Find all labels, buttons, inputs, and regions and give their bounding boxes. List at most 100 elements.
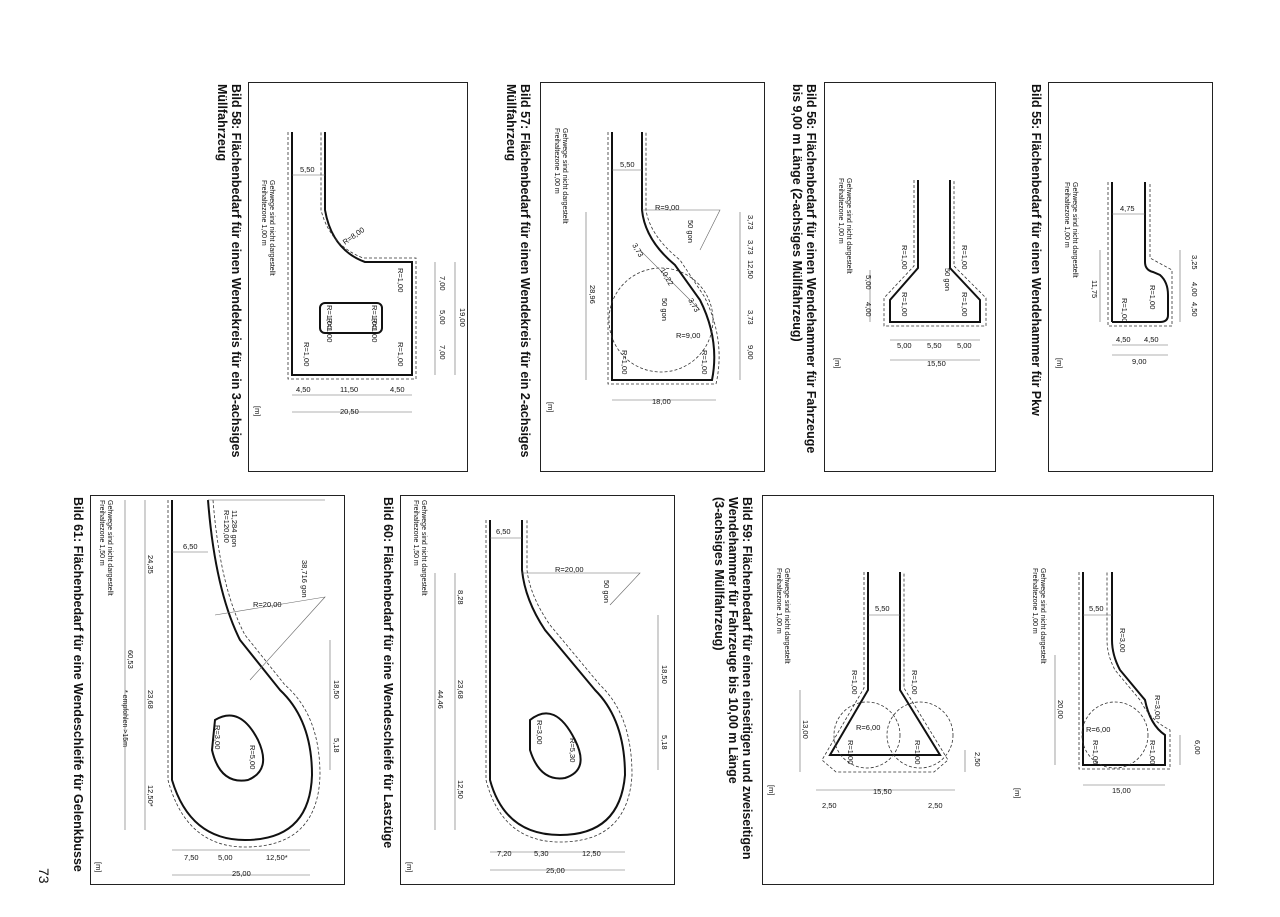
fig61-dim-11: 5,18 bbox=[332, 738, 341, 753]
fig56-dim-2: R=1,00 bbox=[960, 245, 969, 269]
fig55-dim-2: 3,25 bbox=[1190, 255, 1199, 270]
fig61-dim-13: R=5,00 bbox=[248, 745, 257, 769]
fig58-dim-11: R=1,00 bbox=[370, 318, 379, 342]
fig60-dim-13: 5,30 bbox=[534, 849, 549, 858]
fig61-dim-4: 38,716 gon bbox=[300, 560, 309, 598]
figure-55-frame bbox=[1048, 82, 1213, 472]
fig59a-dim-1: 5,50 bbox=[1089, 604, 1104, 613]
fig56-dim-11: 15,50 bbox=[927, 359, 946, 368]
fig57-dim-1: 5,50 bbox=[620, 160, 635, 169]
fig57-dim-3: 50 gon bbox=[686, 220, 695, 243]
fig57-dim-13: 3,73 bbox=[746, 310, 755, 325]
fig60-dim-1: 6,50 bbox=[496, 527, 511, 536]
fig58-dim-16: 4,50 bbox=[390, 385, 405, 394]
fig61-dim-17: 25,00 bbox=[232, 869, 251, 878]
fig59a-dim-2: R=3,00 bbox=[1118, 628, 1127, 652]
fig57-dim-11: 3,73 bbox=[746, 240, 755, 255]
fig58-dim-15: 11,50 bbox=[340, 385, 358, 394]
figure-60-frame bbox=[400, 495, 675, 885]
fig59b-dim-9: 2,50 bbox=[822, 801, 837, 810]
fig55-dim-4: 4,50 bbox=[1190, 302, 1199, 317]
fig55-dim-7: 4,50 bbox=[1144, 335, 1159, 344]
fig61-dim-15: 5,00 bbox=[218, 853, 233, 862]
fig56-dim-3: 50 gon bbox=[943, 268, 952, 291]
fig60-dim-11: R=5,30 bbox=[568, 738, 577, 762]
fig56-dim-6: R=1,00 bbox=[900, 292, 909, 316]
fig55-dim-8: 9,00 bbox=[1132, 357, 1147, 366]
figure-59-frame bbox=[762, 495, 1214, 885]
fig60-dim-14: 12,50 bbox=[582, 849, 601, 858]
fig58-dim-13: R=1,00 bbox=[396, 342, 405, 366]
fig59a-dim-7: R=1,00 bbox=[1148, 740, 1157, 764]
fig61-dim-6: 24,35 bbox=[146, 555, 155, 574]
fig58-dim-1: 5,50 bbox=[300, 165, 315, 174]
fig61-dim-9: 60,53 bbox=[126, 650, 135, 669]
fig57-dim-15: R=1,00 bbox=[620, 350, 629, 374]
fig58-dim-9: R=1,00 bbox=[325, 318, 334, 342]
fig58-dim-6: 7,00 bbox=[438, 345, 447, 360]
fig61-dim-1: 11,284 gon bbox=[230, 510, 239, 547]
fig57-dim-10: 28,96 bbox=[588, 285, 597, 304]
figure-58-frame bbox=[248, 82, 468, 472]
fig61-dim-10: 18,50 bbox=[332, 680, 341, 699]
fig55-dim-5: 11,75 bbox=[1090, 280, 1099, 298]
fig58-dim-8: R=1,00 bbox=[325, 305, 334, 329]
fig61-dim-3: 6,50 bbox=[183, 542, 198, 551]
fig59b-dim-1: 5,50 bbox=[875, 604, 890, 613]
fig61-dim-2: R=120,00 bbox=[222, 510, 231, 543]
fig58-dim-12: R=1,00 bbox=[302, 342, 311, 366]
fig57-dim-12: 12,50 bbox=[746, 260, 755, 279]
page-number: 73 bbox=[36, 868, 52, 884]
fig58-dim-4: 7,00 bbox=[438, 276, 447, 291]
fig56-dim-7: R=1,00 bbox=[960, 292, 969, 316]
fig59a-dim-9: 15,00 bbox=[1112, 786, 1131, 795]
fig55-dim-9: R=1,00 bbox=[1148, 285, 1157, 309]
fig58-dim-17: 20,50 bbox=[340, 407, 359, 416]
fig60-dim-8: 18,50 bbox=[660, 665, 669, 684]
fig58-dim-14: 4,50 bbox=[296, 385, 311, 394]
fig57-dim-2: R=9,00 bbox=[655, 203, 679, 212]
fig61-dim-12: R=3,00 bbox=[213, 725, 222, 749]
fig56-dim-9: 5,50 bbox=[927, 341, 942, 350]
figure-57-frame bbox=[540, 82, 765, 472]
fig59a-dim-4: R=3,00 bbox=[1153, 695, 1162, 719]
fig59b-dim-3: R=1,00 bbox=[910, 670, 919, 694]
fig61-dim-14: 7,50 bbox=[184, 853, 199, 862]
fig60-dim-5: 23,68 bbox=[456, 680, 465, 699]
fig58-dim-5: 5,00 bbox=[438, 310, 447, 325]
fig59a-dim-5: R=6,00 bbox=[1086, 725, 1110, 734]
fig59b-dim-2: R=1,00 bbox=[850, 670, 859, 694]
fig59a-dim-3: 20,00 bbox=[1056, 700, 1065, 719]
fig59b-dim-11: 2,50 bbox=[928, 801, 943, 810]
fig57-dim-14: 9,00 bbox=[746, 345, 755, 360]
fig60-dim-4: 8,28 bbox=[456, 590, 465, 605]
fig57-dim-16: R=1,00 bbox=[700, 350, 709, 374]
fig56-dim-8: 5,00 bbox=[897, 341, 912, 350]
fig58-dim-3: R=1,00 bbox=[396, 268, 405, 292]
fig57-dim-7: 50 gon bbox=[660, 298, 669, 321]
fig60-dim-15: 25,00 bbox=[546, 866, 565, 875]
fig59b-dim-4: 13,00 bbox=[801, 720, 810, 739]
fig58-dim-10: R=1,00 bbox=[370, 305, 379, 329]
fig59a-dim-8: 6,00 bbox=[1193, 740, 1202, 755]
fig58-dim-7: 19,00 bbox=[458, 308, 467, 327]
fig59a-dim-6: R=1,00 bbox=[1091, 740, 1100, 764]
fig60-dim-10: R=3,00 bbox=[535, 720, 544, 744]
fig56-dim-1: R=1,00 bbox=[900, 245, 909, 269]
fig59b-dim-5: R=6,00 bbox=[856, 723, 880, 732]
fig61-dim-8: 12,50* bbox=[146, 785, 155, 807]
fig60-dim-2: R=20,00 bbox=[555, 565, 584, 574]
fig59b-dim-6: R=1,00 bbox=[846, 740, 855, 764]
fig60-dim-6: 12,50 bbox=[456, 780, 465, 799]
fig60-dim-7: 44,46 bbox=[436, 690, 445, 709]
fig56-dim-4: 5,00 bbox=[864, 275, 873, 290]
fig60-dim-9: 5,18 bbox=[660, 735, 669, 750]
fig57-dim-8: 3,73 bbox=[746, 215, 755, 230]
fig59b-dim-10: 15,50 bbox=[873, 787, 892, 796]
